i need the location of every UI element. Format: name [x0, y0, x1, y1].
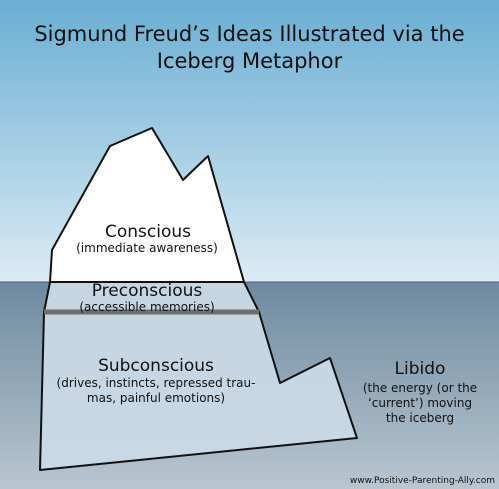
iceberg-above-water [49, 127, 245, 283]
title-line-1: Sigmund Freud’s Ideas Illustrated via th… [34, 22, 465, 46]
title-line-2: Iceberg Metaphor [156, 49, 343, 73]
subconscious-description-line-2: mas, painful emotions) [86, 391, 226, 405]
libido-label: Libido [394, 359, 446, 379]
iceberg-below-water [39, 281, 358, 471]
libido-description-line-1: (the energy (or the [362, 381, 478, 395]
subconscious-description-line-1: (drives, instincts, repressed trau- [56, 376, 256, 390]
subconscious-label: Subconscious [98, 356, 214, 376]
footer-credit: www.Positive-Parenting-Ally.com [349, 476, 495, 486]
conscious-label: Conscious [104, 222, 191, 242]
conscious-description: (immediate awareness) [76, 241, 218, 255]
preconscious-description: (accessible memories) [79, 300, 215, 314]
libido-description-line-2: ‘current’) moving [367, 396, 473, 410]
preconscious-label: Preconscious [91, 281, 203, 301]
libido-description-line-3: the iceberg [385, 411, 455, 425]
